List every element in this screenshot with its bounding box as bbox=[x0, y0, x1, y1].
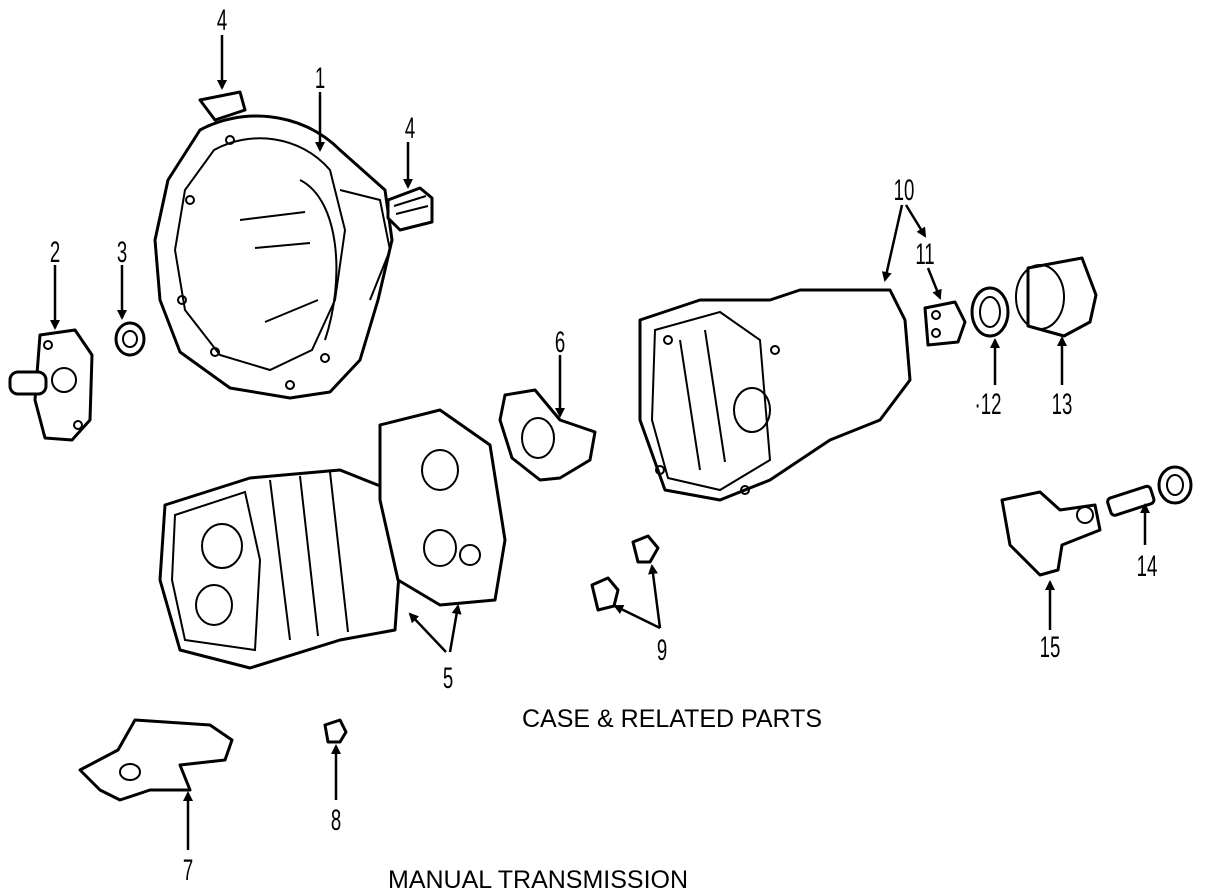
callout-4-right: 4 bbox=[405, 112, 415, 146]
transmission-case bbox=[158, 408, 507, 670]
callout-5: 5 bbox=[443, 662, 453, 696]
callout-14: 14 bbox=[1137, 550, 1158, 584]
oil-seal bbox=[114, 321, 146, 357]
clutch-housing bbox=[153, 90, 394, 400]
diagram-title: MANUAL TRANSMISSION bbox=[388, 866, 688, 894]
speedometer-gear bbox=[1106, 465, 1193, 517]
callout-12: ·12 bbox=[975, 388, 1002, 422]
callout-6: 6 bbox=[555, 326, 565, 360]
callout-9: 9 bbox=[657, 634, 667, 668]
rear-retainer bbox=[498, 388, 597, 482]
bracket bbox=[78, 718, 234, 802]
callout-7: 7 bbox=[183, 854, 193, 888]
leader-lines bbox=[50, 35, 1150, 850]
speedometer-housing bbox=[1000, 490, 1102, 577]
callout-3: 3 bbox=[117, 236, 127, 270]
bushing bbox=[923, 300, 967, 347]
bearing-retainer bbox=[8, 328, 94, 442]
callout-2: 2 bbox=[50, 236, 60, 270]
drain-plugs bbox=[590, 534, 660, 612]
rear-seal bbox=[970, 286, 1010, 338]
plug-part bbox=[386, 186, 434, 232]
dust-boot bbox=[1015, 256, 1098, 338]
callout-10: 10 bbox=[894, 174, 915, 208]
callout-13: 13 bbox=[1052, 388, 1073, 422]
section-caption: CASE & RELATED PARTS bbox=[522, 705, 822, 733]
extension-housing bbox=[638, 288, 912, 502]
bolt bbox=[323, 718, 348, 744]
callout-11: 11 bbox=[915, 238, 934, 272]
callout-1: 1 bbox=[315, 62, 325, 96]
callout-15: 15 bbox=[1040, 631, 1061, 665]
callout-4-top: 4 bbox=[217, 4, 227, 38]
callout-8: 8 bbox=[331, 804, 341, 838]
